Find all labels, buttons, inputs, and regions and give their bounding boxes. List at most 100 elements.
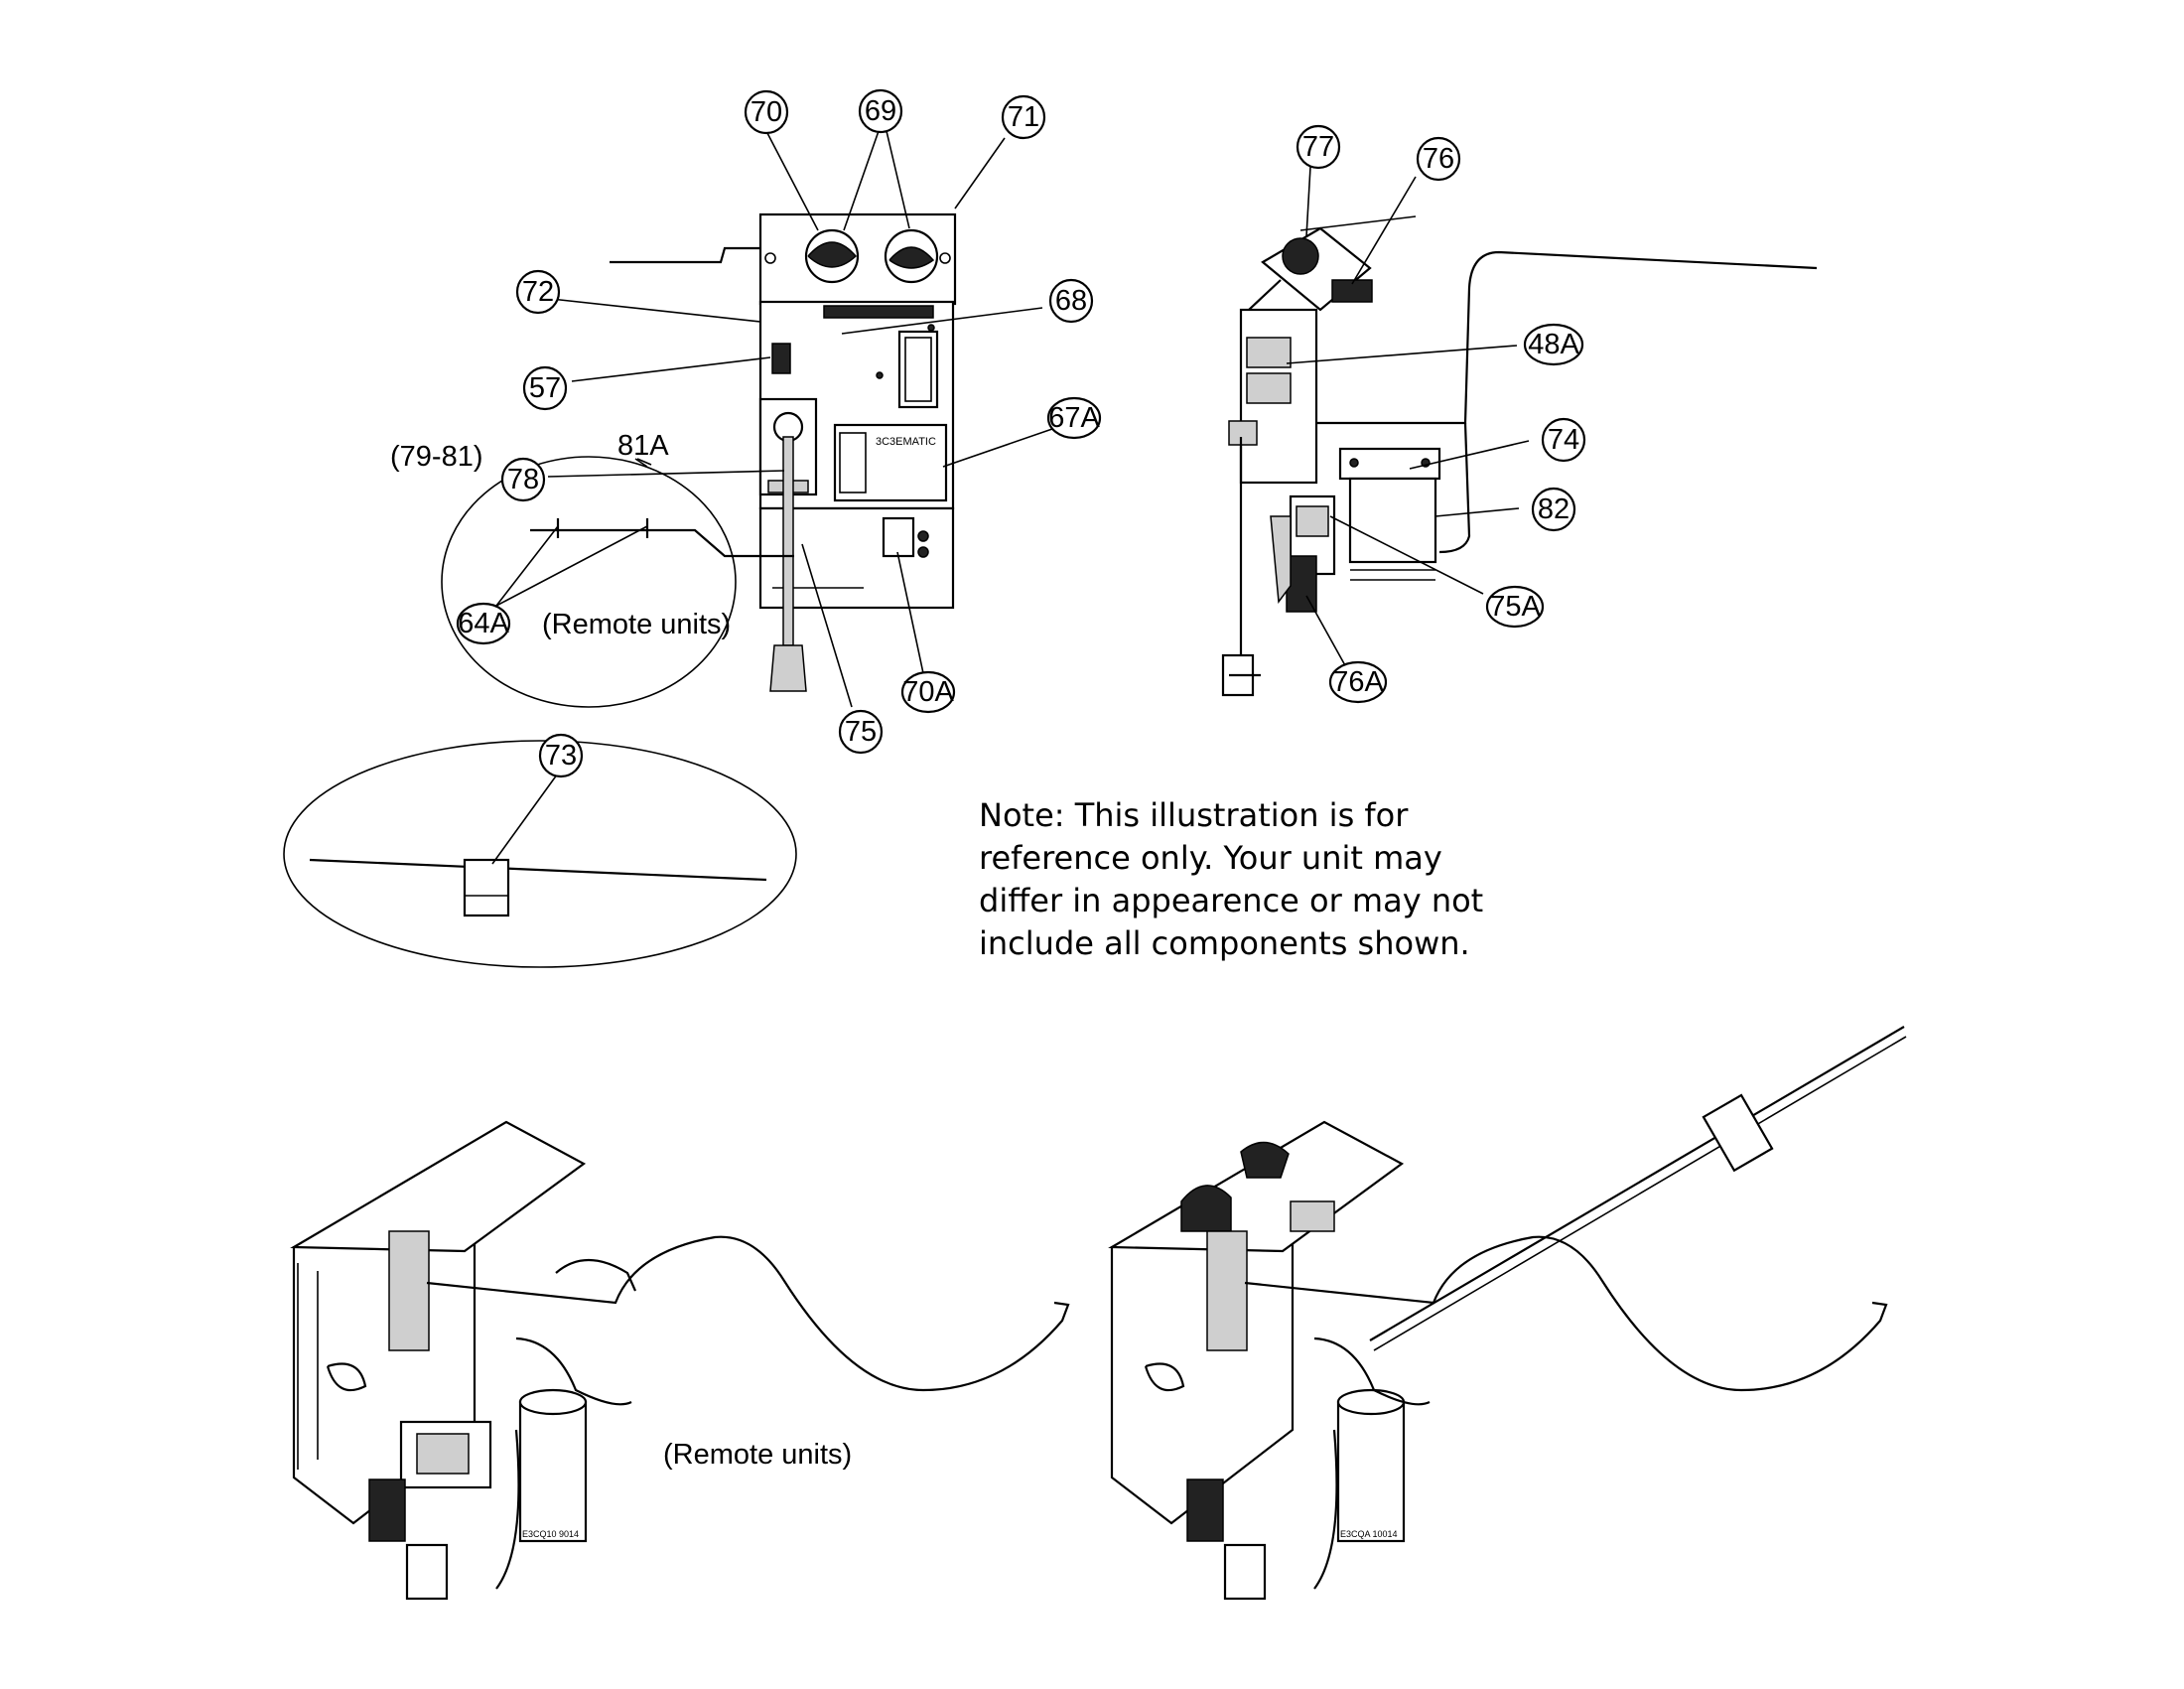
terminal-2	[917, 546, 929, 558]
iso-view-remote: E3CQ10 9014	[290, 1120, 1070, 1601]
callout-48a: 48A	[1523, 323, 1584, 366]
terminal-block-76	[1331, 279, 1373, 303]
iso2-thermostat-top	[1240, 1141, 1290, 1179]
svg-text:70: 70	[751, 96, 782, 128]
remote-sensor-capillary	[530, 528, 794, 558]
iso2-capacitor	[1336, 1400, 1406, 1543]
part-73-clip	[463, 858, 510, 917]
callout-72: 72	[515, 269, 561, 315]
plate-wire	[610, 246, 760, 264]
svg-text:76A: 76A	[1332, 666, 1384, 698]
iso2-chassis-left	[1110, 1211, 1295, 1525]
valve-coil	[1296, 505, 1329, 537]
switch-57	[771, 343, 791, 374]
svg-text:E3CQ10 9014: E3CQ10 9014	[522, 1529, 579, 1539]
plate-screw-left	[764, 252, 776, 264]
svg-text:73: 73	[545, 740, 577, 772]
sensor-boot	[769, 644, 807, 692]
iso2-top-cover	[1108, 1120, 1405, 1253]
brand-strip	[823, 305, 934, 319]
svg-text:48A: 48A	[1528, 329, 1579, 360]
schematic-tab	[839, 432, 867, 493]
iso2-thermostat	[1180, 1185, 1232, 1232]
side-terminal	[1228, 420, 1258, 446]
remote-units-label-top: (Remote units)	[542, 609, 731, 640]
svg-text:82: 82	[1538, 493, 1570, 525]
label-81a-tick	[634, 458, 648, 468]
svg-text:74: 74	[1548, 424, 1579, 456]
iso2-plug	[1223, 1543, 1267, 1601]
thermostat-dial	[1282, 237, 1319, 275]
bracket-arm	[1248, 279, 1282, 311]
svg-text:68: 68	[1055, 285, 1087, 317]
svg-text:72: 72	[522, 276, 554, 308]
iso2-rod-clip	[1702, 1093, 1774, 1173]
side-view-assembly	[1221, 226, 1818, 697]
iso2-gas-valve	[1186, 1478, 1224, 1542]
callout-73: 73	[538, 733, 584, 778]
capillary-tube	[1316, 250, 1818, 425]
capacitor-82	[1348, 477, 1437, 564]
part-73-oval	[283, 740, 797, 968]
front-control-panel: 3C3EMATIC	[610, 212, 957, 692]
callout-76a: 76A	[1328, 660, 1388, 704]
callout-75: 75	[838, 709, 884, 755]
leader-lines-left	[491, 130, 1053, 865]
part-73-detail	[283, 740, 797, 968]
svg-text:75: 75	[845, 716, 877, 748]
note-line-3: differ in appearence or may not	[979, 882, 1484, 919]
relay-48a-bottom	[1246, 372, 1292, 404]
leader-lines-right	[1286, 166, 1530, 668]
note-line-1: Note: This illustration is for	[979, 796, 1409, 834]
valve-body-76a	[1286, 555, 1317, 613]
iso-relays	[388, 1230, 430, 1351]
reference-note: Note: This illustration is for reference…	[979, 794, 1535, 965]
svg-text:75A: 75A	[1489, 591, 1541, 623]
iso2-sensor-rod	[1369, 1026, 1905, 1341]
part-73-rod	[309, 858, 767, 882]
svg-text:78: 78	[507, 464, 539, 495]
callout-57: 57	[522, 365, 568, 411]
svg-text:E3CQA 10014: E3CQA 10014	[1340, 1529, 1398, 1539]
callout-76: 76	[1416, 136, 1461, 182]
remote-units-label-bottom: (Remote units)	[663, 1439, 852, 1471]
valve-flange	[1270, 515, 1292, 605]
capillary-return	[1438, 422, 1471, 554]
callouts: 70 69 71 72 68 57 67A 78 64A 75 70A 73 7…	[456, 88, 1586, 778]
callout-74: 74	[1541, 417, 1586, 463]
sensor-tube	[782, 436, 794, 646]
relay-70a	[882, 516, 915, 558]
iso-motor	[326, 1362, 367, 1392]
callout-78: 78	[500, 457, 546, 502]
panel-brand-text: 3C3EMATIC	[876, 436, 936, 448]
svg-text:69: 69	[865, 95, 896, 127]
callout-64a: 64A	[456, 602, 511, 645]
panel-dot-2	[927, 324, 935, 332]
callout-75a: 75A	[1485, 585, 1545, 629]
iso2-motor	[1144, 1362, 1185, 1392]
svg-text:70A: 70A	[902, 676, 954, 708]
terminal-1	[917, 530, 929, 542]
svg-text:57: 57	[529, 372, 561, 404]
thermostat-knob-grip	[807, 241, 858, 268]
iso-view-standard: E3CQA 10014	[1108, 1026, 1907, 1601]
iso-plug	[405, 1543, 449, 1601]
iso2-relays	[1206, 1230, 1248, 1351]
iso-capacitor	[518, 1400, 588, 1543]
svg-text:71: 71	[1008, 101, 1039, 133]
bracket-hole-l	[1349, 458, 1359, 468]
iso2-capillary	[1244, 1235, 1888, 1392]
relay-48a-top	[1246, 337, 1292, 368]
callout-71: 71	[1001, 94, 1046, 140]
remote-sensor-detail	[441, 456, 794, 708]
callout-68: 68	[1048, 278, 1094, 324]
iso2-terminal	[1290, 1200, 1335, 1232]
callout-82: 82	[1531, 487, 1576, 532]
svg-text:64A: 64A	[458, 608, 509, 639]
remote-detail-oval	[441, 456, 737, 708]
iso-transformer-core	[416, 1433, 470, 1475]
svg-text:67A: 67A	[1048, 402, 1100, 434]
iso-capillary	[426, 1235, 1070, 1392]
note-line-4: include all components shown.	[979, 924, 1470, 962]
